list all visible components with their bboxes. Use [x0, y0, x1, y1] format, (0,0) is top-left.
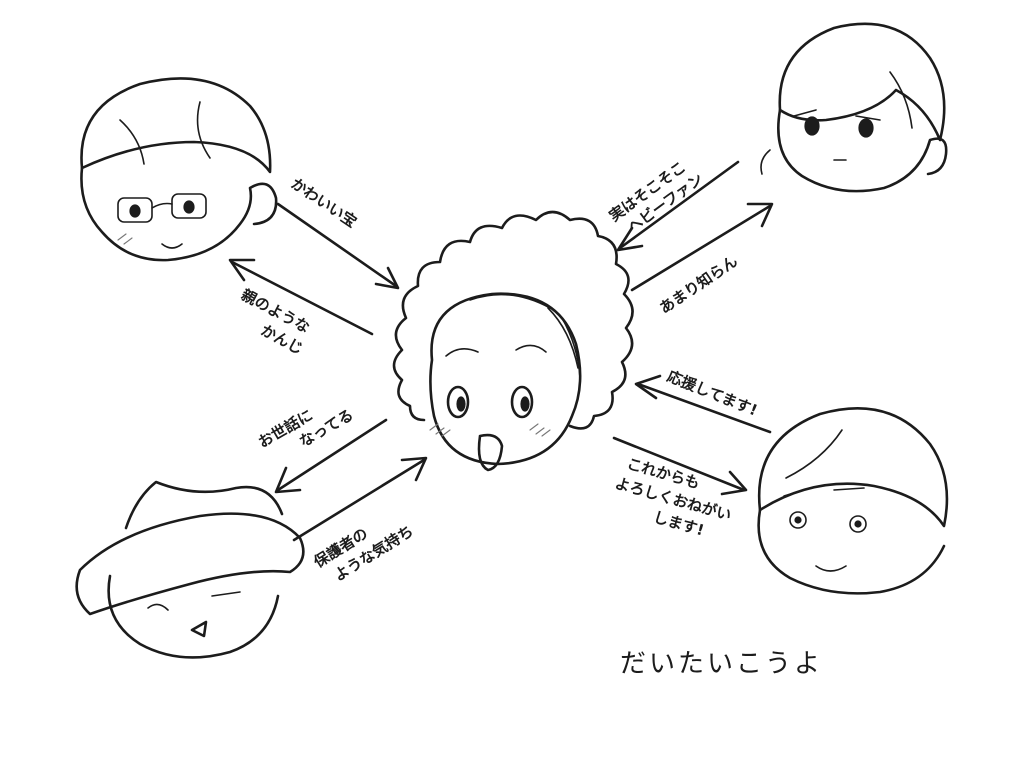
hat-character-left-eye [147, 603, 169, 611]
arrow-bottom-right-to-center [634, 374, 772, 434]
center-left-eye [446, 385, 470, 419]
label-center-to-bottom-left: お世話に なってる [255, 388, 357, 469]
center-curly-hair [392, 210, 634, 430]
center-right-pupil [520, 396, 530, 412]
side-part-character-smile [815, 565, 847, 572]
label-top-right-to-center: 実はそこそこ ヘビーファン [606, 154, 707, 242]
short-hair-character [760, 22, 948, 193]
glasses-right-lens [171, 193, 207, 219]
glasses-character-hair-strand [196, 101, 211, 159]
side-part-character-hair [757, 407, 949, 528]
glasses-character-face [80, 166, 278, 262]
glasses-character-left-eye [129, 204, 141, 218]
arrow-center-to-bottom-left [274, 418, 388, 494]
center-face [429, 292, 582, 466]
glasses-character-hair-strand [119, 119, 145, 165]
center-hair-strand [547, 307, 579, 369]
arrow-top-left-to-center [228, 258, 374, 336]
side-part-character-face [757, 508, 946, 595]
short-hair-character-hair-strand [760, 149, 771, 175]
label-center-to-top-right: あまり知らん [656, 252, 741, 317]
hat-character-hat-crown [124, 480, 284, 530]
short-hair-character-right-eye [858, 118, 874, 138]
side-part-character-left-pupil [794, 516, 802, 524]
hat-character-right-eye [211, 591, 241, 597]
center-left-pupil [456, 396, 466, 412]
glasses-character-blush [117, 233, 133, 245]
center-blush-right [529, 423, 551, 437]
glasses-character-hair [80, 77, 272, 174]
side-part-character-hair-strand [785, 429, 843, 479]
caption: だいたいこうよ [620, 649, 823, 679]
short-hair-character-right-brow [855, 115, 881, 121]
short-hair-character-face [777, 108, 948, 193]
center-mouth [477, 433, 504, 472]
label-center-to-bottom-right: これからも よろしくおねがい します! [607, 453, 744, 547]
arrow-center-to-top-right [630, 202, 774, 292]
center-right-eyebrow [515, 344, 547, 353]
label-center-to-top-left: かわいい宝 [288, 174, 360, 231]
side-part-character-left-eye [789, 511, 807, 529]
side-part-character-right-eye [849, 515, 867, 533]
glasses-character-right-eye [183, 200, 195, 214]
hat-character [75, 480, 305, 659]
side-part-character-right-pupil [854, 520, 862, 528]
glasses-character-smile [161, 243, 183, 249]
glasses-left-lens [117, 197, 153, 223]
short-hair-character-hair-strand [889, 71, 913, 129]
arrow-center-to-top-left [276, 202, 400, 290]
center-right-eye [510, 385, 534, 419]
center-hair-strand [561, 317, 581, 379]
center-character [392, 210, 634, 472]
label-bottom-left-to-center: 保護者の ような気持ち [310, 503, 417, 590]
short-hair-character-left-eye [804, 116, 820, 136]
center-left-eyebrow [445, 348, 479, 357]
glasses-bridge [151, 202, 173, 209]
arrow-center-to-bottom-right [612, 436, 748, 496]
label-top-left-to-center: 親のような かんじ [228, 286, 318, 359]
side-part-character [757, 407, 949, 595]
short-hair-character-hair [778, 22, 946, 142]
center-hair-strand [469, 293, 551, 309]
side-part-character-right-brow [833, 487, 865, 491]
hat-character-mouth [190, 620, 208, 638]
arrow-top-right-to-center [616, 160, 740, 252]
side-part-character-left-brow [783, 487, 811, 497]
glasses-character [80, 77, 278, 262]
arrow-bottom-left-to-center [292, 456, 428, 542]
hat-character-face [107, 574, 280, 659]
hat-character-hat [75, 512, 305, 616]
center-blush-left [429, 423, 451, 437]
short-hair-character-left-brow [793, 109, 817, 117]
